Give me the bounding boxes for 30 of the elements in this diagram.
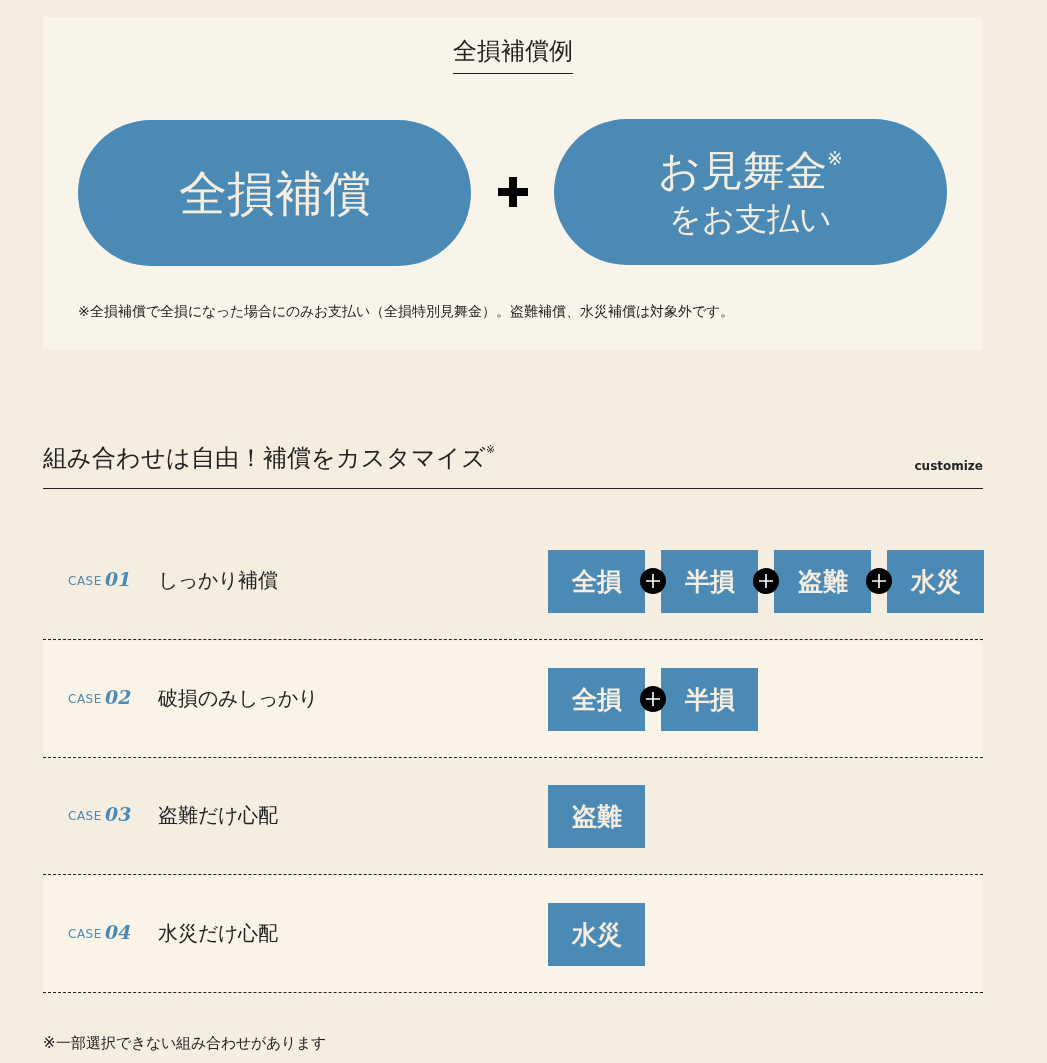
section-heading: 組み合わせは自由！補償をカスタマイズ$^{※}$ [43, 442, 496, 474]
case-label: CASE [68, 691, 102, 706]
case-number: 04 [105, 920, 132, 943]
case-title: しっかり補償 [158, 567, 278, 594]
section-title: 全損補償例 [453, 35, 573, 74]
coverage-chip: 全損 [548, 550, 645, 613]
section-tag: customize [914, 459, 983, 473]
case-label: CASE [68, 926, 102, 941]
case-label: CASE [68, 574, 102, 588]
coverage-chip: 半損 [661, 550, 758, 613]
coverage-chip: 全損 [548, 667, 645, 731]
pill-text: お見舞金$^{※}$ [658, 144, 843, 197]
footnote: ※一部選択できない組み合わせがあります [43, 1034, 326, 1053]
case-row [43, 875, 983, 993]
case-row [43, 640, 983, 758]
coverage-chip: 水災 [887, 550, 984, 613]
coverage-chip: 半損 [661, 667, 758, 731]
case-label: CASE [68, 809, 102, 823]
footnote: ※全損補償で全損になった場合にのみお支払い（全損特別見舞金）。盗難補償、水災補償は対象外です。 [78, 303, 734, 321]
case-title: 破損のみしっかり [158, 684, 318, 712]
case-title: 盗難だけ心配 [158, 802, 278, 829]
pill-text: 全損補償 [178, 163, 371, 223]
case-number: 02 [105, 685, 132, 708]
coverage-chip: 盗難 [548, 785, 645, 848]
case-title: 水災だけ心配 [158, 919, 278, 947]
case-number: 01 [105, 568, 132, 590]
coverage-chip: 盗難 [774, 550, 871, 613]
coverage-chip: 水災 [548, 902, 645, 966]
pill-text: をお支払い [669, 198, 832, 240]
case-number: 03 [105, 803, 132, 825]
